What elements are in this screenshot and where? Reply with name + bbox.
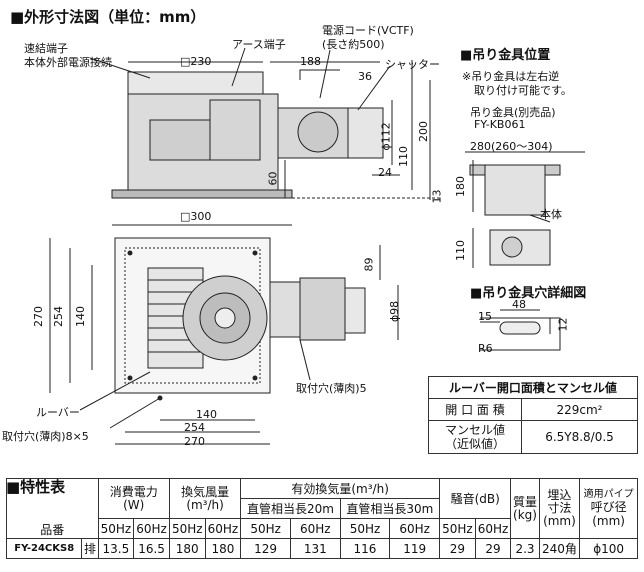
dim-sq230: □230	[180, 55, 212, 68]
spec-header-weight-text: 質量	[513, 494, 538, 509]
label-louver: ルーバー	[36, 406, 80, 419]
spec-header-airflow: 換気風量(m³/h)	[168, 478, 242, 519]
spec-header-eff30: 直管相当長30m	[339, 498, 441, 519]
spec-header-pipe-text2: 呼び径	[590, 499, 627, 514]
spec-hz: 50Hz	[240, 518, 291, 539]
dim-36: 36	[358, 70, 372, 83]
spec-header-embed-unit: (mm)	[543, 514, 576, 528]
spec-type: 排	[81, 538, 99, 559]
bracket-model: FY-KB061	[474, 118, 526, 131]
spec-hz: 60Hz	[204, 518, 242, 539]
spec-header-power-text: 消費電力	[109, 484, 158, 499]
louver-munsell-label-2: （近似値）	[444, 437, 505, 451]
dim-254-horizontal: 254	[184, 421, 205, 434]
spec-hz: 50Hz	[339, 518, 391, 539]
spec-pipe: ϕ100	[579, 538, 638, 559]
spec-weight: 2.3	[510, 538, 540, 559]
spec-hz: 60Hz	[133, 518, 170, 539]
bracket-label: 吊り金具(別売品)	[470, 106, 556, 119]
label-mount-hole: 取付穴(薄肉)5	[296, 382, 367, 395]
dim-188: 188	[300, 55, 321, 68]
spec-header-airflow-text: 換気風量	[181, 484, 230, 499]
louver-area-value: 229cm²	[521, 398, 638, 421]
louver-munsell-label-1: マンセル値	[444, 423, 505, 437]
spec-hz: 60Hz	[289, 518, 341, 539]
spec-hz: 50Hz	[439, 518, 476, 539]
spec-hz: 50Hz	[168, 518, 206, 539]
spec-header-pipe-unit: (mm)	[592, 513, 625, 528]
bracket-note-1: ※吊り金具は左右逆	[462, 70, 560, 83]
spec-header-model: 品番	[6, 478, 99, 539]
spec-header-power: 消費電力(W)	[97, 478, 170, 519]
label-power-cord: 電源コード(VCTF)	[322, 24, 414, 37]
spec-e30-50: 116	[339, 538, 391, 559]
spec-header-eff20: 直管相当長20m	[240, 498, 341, 519]
spec-header-weight: 質量(kg)	[510, 478, 540, 539]
spec-air-60: 180	[204, 538, 242, 559]
spec-noise-60: 29	[474, 538, 512, 559]
spec-header-weight-unit: (kg)	[513, 507, 537, 522]
label-body: 本体	[540, 208, 562, 221]
louver-munsell-label: マンセル値（近似値）	[428, 420, 522, 454]
spec-e20-50: 129	[240, 538, 291, 559]
spec-header-power-unit: (W)	[123, 497, 145, 512]
dim-89: 89	[362, 257, 376, 272]
spec-table: 品番 消費電力(W) 換気風量(m³/h) 有効換気量(m³/h) 騒音(dB)…	[5, 478, 638, 559]
bracket-note-2: 取り付け可能です。	[474, 84, 572, 97]
louver-area-label: 開 口 面 積	[428, 398, 522, 421]
spec-hz: 60Hz	[474, 518, 512, 539]
spec-header-airflow-unit: (m³/h)	[186, 497, 224, 512]
dim-140-vertical: 140	[74, 306, 87, 327]
spec-hz: 50Hz	[97, 518, 135, 539]
hole-detail-title: ■吊り金具穴詳細図	[470, 286, 587, 301]
label-mount-holes: 取付穴(薄肉)8×5	[2, 430, 89, 443]
label-earth-terminal: アース端子	[232, 38, 286, 51]
dim-280: 280(260～304)	[470, 140, 553, 153]
spec-e20-60: 131	[289, 538, 341, 559]
label-connector-sub: 本体外部電源接続	[24, 56, 112, 69]
dim-60: 60	[266, 171, 280, 186]
spec-header-embed-text2: 寸法	[547, 501, 572, 515]
spec-header-pipe-text: 適用パイプ	[583, 488, 634, 500]
dim-15: 15	[478, 310, 492, 323]
label-connector: 速結端子	[24, 42, 68, 55]
label-cord-length: (長さ約500)	[322, 38, 385, 51]
spec-header-effective: 有効換気量(m³/h)	[240, 478, 441, 499]
spec-header-pipe: 適用パイプ呼び径(mm)	[579, 478, 638, 539]
spec-noise-50: 29	[439, 538, 476, 559]
dim-254-vertical: 254	[52, 306, 65, 327]
page-title: ■外形寸法図（単位：mm）	[10, 8, 206, 26]
bracket-title: ■吊り金具位置	[460, 48, 551, 63]
spec-hz: 60Hz	[389, 518, 441, 539]
dim-sq300: □300	[180, 210, 212, 223]
spec-power-60: 16.5	[133, 538, 170, 559]
spec-model: FY-24CKS8	[5, 538, 83, 559]
dim-110-bracket: 110	[454, 240, 467, 261]
louver-table: ルーバー開口面積とマンセル値 開 口 面 積 229cm² マンセル値（近似値）…	[428, 376, 638, 454]
spec-header-noise: 騒音(dB)	[439, 478, 512, 519]
spec-embed: 240角	[538, 538, 581, 559]
dim-110: 110	[397, 146, 410, 167]
louver-munsell-value: 6.5Y8.8/0.5	[521, 420, 638, 454]
label-shutter: シャッター	[385, 58, 440, 71]
louver-table-title: ルーバー開口面積とマンセル値	[428, 376, 638, 399]
spec-header-embed-text: 埋込	[547, 488, 572, 502]
dim-48: 48	[512, 298, 526, 311]
dim-13: 13	[430, 189, 444, 204]
spec-header-embed: 埋込寸法(mm)	[538, 478, 581, 539]
dim-200: 200	[417, 121, 430, 142]
dim-140-horizontal: 140	[196, 408, 217, 421]
dim-270-horizontal: 270	[184, 435, 205, 448]
dim-12: 12	[556, 317, 570, 332]
dim-270-vertical: 270	[32, 306, 45, 327]
dim-180: 180	[454, 176, 467, 197]
dim-r6: R6	[478, 342, 493, 355]
spec-air-50: 180	[168, 538, 206, 559]
spec-power-50: 13.5	[97, 538, 135, 559]
dim-24: 24	[378, 166, 392, 179]
dim-phi98: ϕ98	[388, 300, 402, 323]
spec-e30-60: 119	[389, 538, 441, 559]
dim-phi112: ϕ112	[379, 122, 393, 151]
